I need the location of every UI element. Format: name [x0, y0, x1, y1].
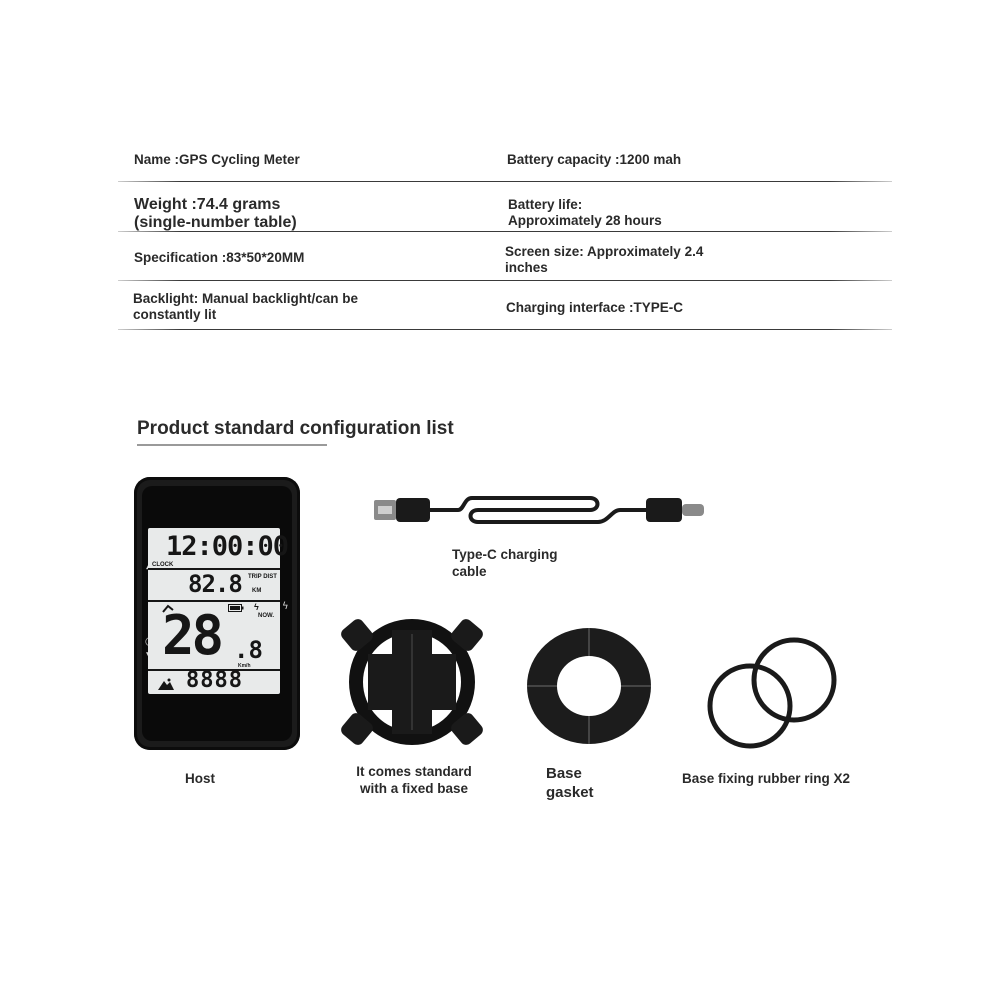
- lcd-distance: 82.8: [188, 570, 243, 598]
- lcd-speed-decimal: .8: [234, 636, 263, 664]
- spec-weight: Weight :74.4 grams (single-number table): [134, 196, 297, 232]
- spec-weight-line1: Weight :74.4 grams: [134, 196, 281, 213]
- bolt-icon: ϟ: [254, 602, 259, 612]
- lcd-clock-label: CLOCK: [152, 562, 174, 568]
- gasket-icon: [527, 628, 651, 744]
- caption-fixed-base: It comes standard with a fixed base: [338, 763, 490, 797]
- table-divider: [118, 280, 892, 281]
- spec-screen-size: Screen size: Approximately 2.4 inches: [505, 244, 703, 276]
- lcd-now-label: NOW.: [258, 613, 274, 619]
- lcd-speed-unit: Km/h: [238, 663, 251, 669]
- spec-specification: Specification :83*50*20MM: [134, 250, 305, 265]
- lcd-divider: [148, 568, 280, 570]
- bike-mount-icon: [341, 619, 483, 745]
- table-divider: [118, 329, 892, 330]
- lcd-bottom-value: 8888: [186, 668, 243, 693]
- spec-battery-life-line1: Battery life:: [508, 197, 583, 212]
- table-divider: [118, 231, 892, 232]
- lcd-speed: 28: [162, 604, 224, 667]
- spec-battery-life: Battery life: Approximately 28 hours: [508, 197, 662, 229]
- spec-battery-capacity: Battery capacity :1200 mah: [507, 152, 682, 167]
- caption-cable-line2: cable: [452, 564, 487, 579]
- caption-gasket: Base gasket: [546, 764, 626, 802]
- caption-rubber-ring: Base fixing rubber ring X2: [681, 771, 851, 786]
- caption-cable-line1: Type-C charging: [452, 547, 558, 562]
- config-list-title: Product standard configuration list: [137, 418, 454, 439]
- spec-screen-size-line1: Screen size: Approximately 2.4: [505, 244, 704, 259]
- usb-c-cable-icon: [374, 496, 704, 524]
- lcd-distance-unit: KM: [252, 588, 262, 594]
- lcd-screen: 12:00:00 CLOCK 82.8 TRIP DIST KM ϟ NOW. …: [148, 528, 289, 694]
- title-underline: [137, 444, 327, 446]
- caption-cable: Type-C charging cable: [452, 546, 582, 580]
- caption-gasket-line2: gasket: [546, 784, 594, 801]
- lcd-divider: [148, 600, 280, 602]
- spec-backlight-line2: constantly lit: [133, 307, 217, 322]
- table-divider: [118, 181, 892, 182]
- caption-gasket-line1: Base: [546, 765, 582, 782]
- caption-fixed-base-line1: It comes standard: [356, 764, 472, 779]
- bike-status-icon: [162, 604, 174, 613]
- spec-charging-interface: Charging interface :TYPE-C: [506, 300, 684, 315]
- spec-backlight-line1: Backlight: Manual backlight/can be: [133, 291, 359, 306]
- spec-weight-line2: (single-number table): [134, 214, 297, 231]
- caption-fixed-base-line2: with a fixed base: [359, 781, 469, 796]
- battery-icon: [228, 604, 244, 612]
- spec-backlight: Backlight: Manual backlight/can be const…: [133, 291, 358, 323]
- spec-battery-life-line2: Approximately 28 hours: [508, 213, 662, 228]
- rubber-ring-icon: [707, 637, 837, 749]
- spec-screen-size-line2: inches: [505, 260, 548, 275]
- spec-name: Name :GPS Cycling Meter: [134, 152, 300, 167]
- lcd-divider: [148, 669, 280, 671]
- lcd-trip-label: TRIP DIST: [248, 574, 277, 580]
- caption-host: Host: [185, 771, 215, 786]
- altitude-icon: [158, 678, 174, 690]
- lcd-clock: 12:00:00: [166, 531, 289, 562]
- power-icon: ϟ: [282, 601, 289, 612]
